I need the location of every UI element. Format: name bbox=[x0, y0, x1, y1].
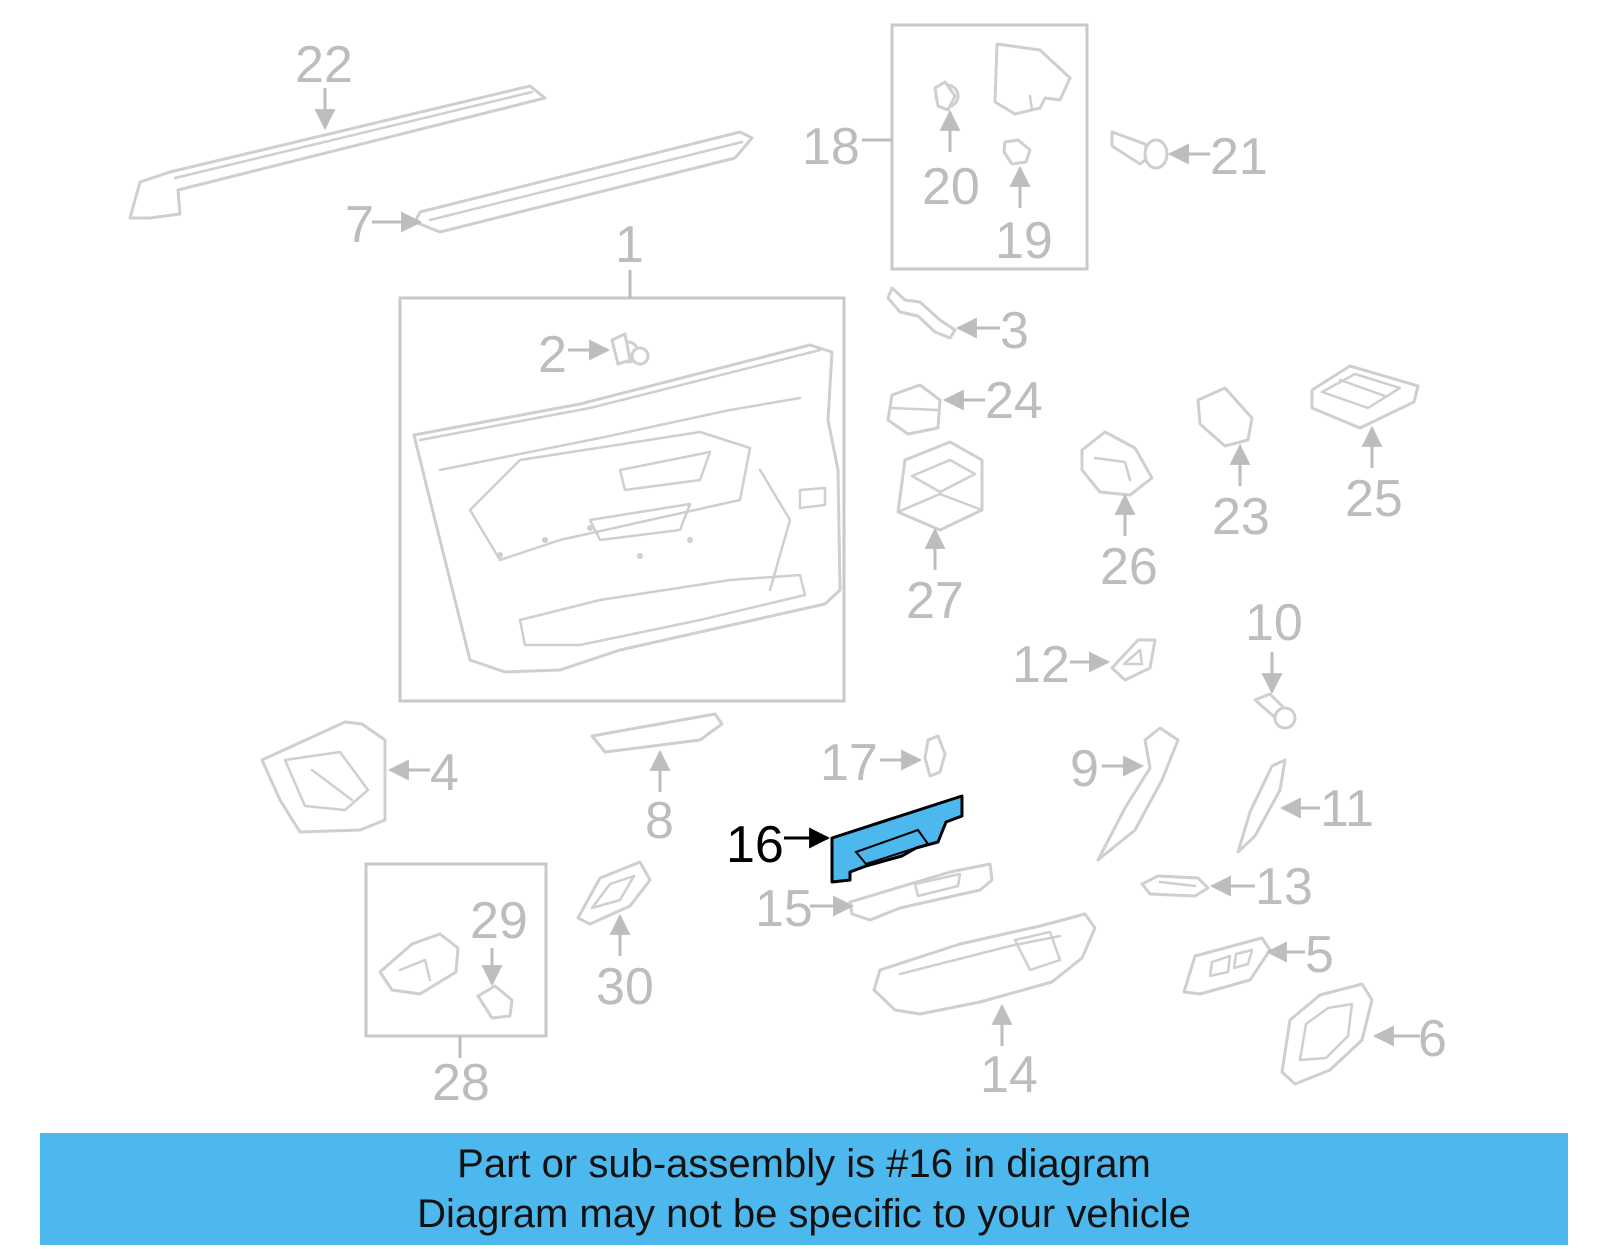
callout-30[interactable]: 30 bbox=[596, 958, 654, 1016]
part-17-clip: 17 bbox=[820, 734, 947, 792]
part-30-lamp: 30 bbox=[576, 860, 654, 1016]
callout-12[interactable]: 12 bbox=[1012, 636, 1070, 694]
callout-13[interactable]: 13 bbox=[1255, 858, 1313, 916]
part-2-clip: 2 bbox=[538, 326, 650, 384]
callout-16[interactable]: 16 bbox=[726, 816, 784, 874]
part-3-clip: 3 bbox=[886, 286, 1029, 360]
part-5-switch-bezel: 5 bbox=[1182, 926, 1334, 996]
parts-diagram: 22 7 1 2 18 bbox=[128, 23, 1447, 1112]
callout-10[interactable]: 10 bbox=[1245, 594, 1303, 652]
part-12-bezel: 12 bbox=[1012, 636, 1157, 694]
part-18-handle-group: 18 20 19 bbox=[802, 23, 1089, 271]
callout-26[interactable]: 26 bbox=[1100, 538, 1158, 596]
part-11-trim: 11 bbox=[1236, 758, 1374, 854]
callout-3[interactable]: 3 bbox=[1000, 302, 1029, 360]
part-13-plate: 13 bbox=[1140, 858, 1313, 916]
callout-6[interactable]: 6 bbox=[1418, 1010, 1447, 1068]
callout-5[interactable]: 5 bbox=[1305, 926, 1334, 984]
part-23-cap: 23 bbox=[1196, 386, 1270, 546]
callout-20[interactable]: 20 bbox=[922, 158, 980, 216]
part-4-pull-handle: 4 bbox=[260, 720, 459, 834]
part-8-strip: 8 bbox=[590, 712, 724, 850]
part-14-armrest: 14 bbox=[872, 912, 1097, 1104]
info-banner: Part or sub-assembly is #16 in diagram D… bbox=[40, 1133, 1568, 1245]
part-28-light-group: 29 28 bbox=[364, 862, 548, 1112]
part-27-window-switch: 27 bbox=[896, 440, 984, 630]
callout-1[interactable]: 1 bbox=[615, 216, 644, 274]
callout-27[interactable]: 27 bbox=[906, 572, 964, 630]
callout-19[interactable]: 19 bbox=[995, 212, 1053, 270]
part-10-screw: 10 bbox=[1245, 594, 1303, 730]
callout-7[interactable]: 7 bbox=[345, 196, 374, 254]
callout-18[interactable]: 18 bbox=[802, 118, 860, 176]
banner-line-2: Diagram may not be specific to your vehi… bbox=[417, 1192, 1191, 1236]
part-6-handle-bezel: 6 bbox=[1280, 982, 1447, 1086]
banner-line-1: Part or sub-assembly is #16 in diagram bbox=[457, 1142, 1151, 1186]
callout-21[interactable]: 21 bbox=[1210, 128, 1268, 186]
callout-9[interactable]: 9 bbox=[1070, 740, 1099, 798]
part-21-bolt: 21 bbox=[1110, 128, 1268, 186]
part-22-belt-molding: 22 bbox=[128, 36, 547, 220]
callout-29[interactable]: 29 bbox=[470, 892, 528, 950]
callout-23[interactable]: 23 bbox=[1212, 488, 1270, 546]
part-7-weatherstrip: 7 bbox=[345, 130, 754, 254]
callout-22[interactable]: 22 bbox=[295, 36, 353, 94]
part-16-bracket-highlighted[interactable]: 16 bbox=[726, 794, 964, 884]
part-24-switch: 24 bbox=[886, 372, 1043, 436]
callout-14[interactable]: 14 bbox=[980, 1046, 1038, 1104]
callout-4[interactable]: 4 bbox=[430, 744, 459, 802]
callout-24[interactable]: 24 bbox=[985, 372, 1043, 430]
part-9-trim: 9 bbox=[1070, 726, 1180, 862]
callout-8[interactable]: 8 bbox=[645, 792, 674, 850]
part-26-switch: 26 bbox=[1080, 430, 1158, 596]
callout-28[interactable]: 28 bbox=[432, 1054, 490, 1112]
part-1-door-trim-panel: 1 bbox=[398, 216, 846, 703]
callout-25[interactable]: 25 bbox=[1345, 470, 1403, 528]
callout-15[interactable]: 15 bbox=[755, 880, 813, 938]
callout-2[interactable]: 2 bbox=[538, 326, 567, 384]
part-25-master-switch: 25 bbox=[1310, 364, 1420, 528]
part-15-panel: 15 bbox=[755, 862, 994, 938]
callout-17[interactable]: 17 bbox=[820, 734, 878, 792]
callout-11[interactable]: 11 bbox=[1320, 780, 1374, 838]
